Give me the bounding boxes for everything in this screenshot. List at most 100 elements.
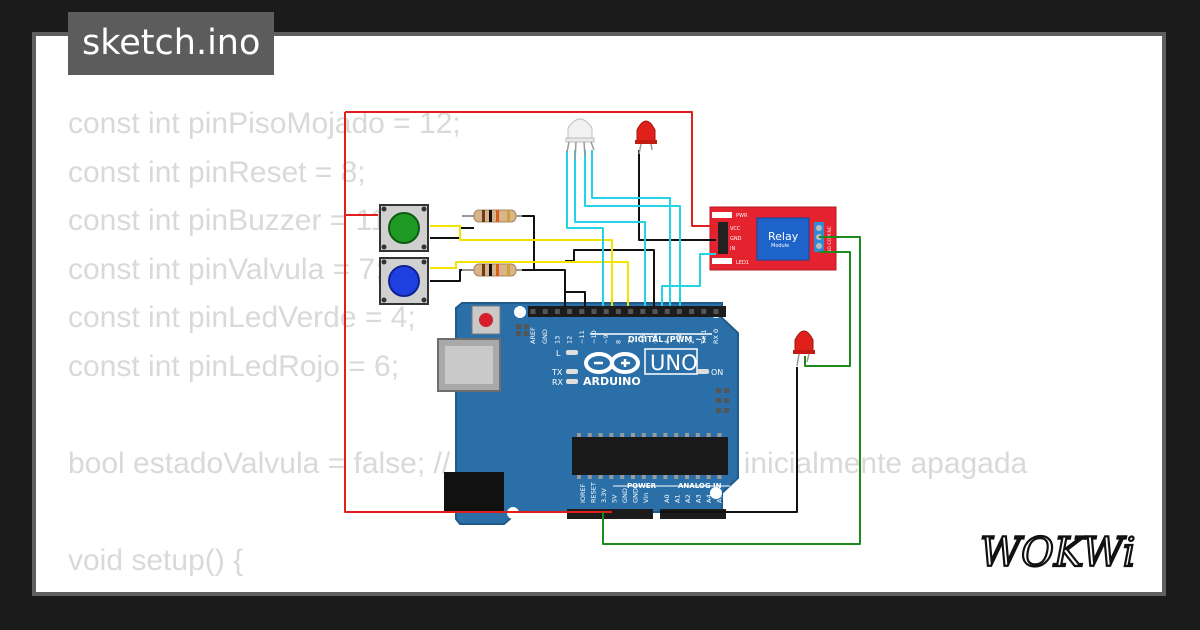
chip-pin xyxy=(685,475,689,479)
red-led-2[interactable] xyxy=(793,330,815,367)
wire-gnd xyxy=(564,291,586,306)
svg-text:ON: ON xyxy=(711,368,723,377)
header-pin[interactable] xyxy=(615,309,621,314)
header-pin[interactable] xyxy=(567,309,573,314)
resistor-2[interactable] xyxy=(462,263,522,277)
pin-label: A5 xyxy=(716,494,724,503)
chip-pin xyxy=(663,475,668,479)
pin-label: A4 xyxy=(705,494,713,503)
chip-pin xyxy=(652,433,657,437)
pin-label: 7 xyxy=(627,340,635,344)
header-pin[interactable] xyxy=(603,309,609,314)
chip-pin xyxy=(631,433,635,437)
code-line: const int pinValvula = 7; xyxy=(68,252,384,286)
svg-text:Relay: Relay xyxy=(768,230,799,243)
header-pin[interactable] xyxy=(713,309,719,314)
pin-label: 12 xyxy=(566,336,574,344)
svg-text:NO COM NC: NO COM NC xyxy=(827,226,833,253)
header-pin[interactable] xyxy=(530,309,536,314)
header-pin[interactable] xyxy=(640,309,646,314)
chip-pin xyxy=(641,475,646,479)
wires xyxy=(344,111,861,545)
chip-pin xyxy=(598,475,603,479)
pin-label: 4 xyxy=(663,340,671,344)
chip-pin xyxy=(587,475,592,479)
pin-label: ~10 xyxy=(590,330,598,344)
arduino-logo xyxy=(584,352,640,374)
pin-label: RX 0 xyxy=(712,329,720,344)
pin-label: GND xyxy=(541,329,549,344)
svg-text:L: L xyxy=(556,349,561,358)
push-button-blue[interactable] xyxy=(379,257,429,305)
chip-pin xyxy=(695,475,700,479)
chip-pin xyxy=(631,475,635,479)
pin-label: 2 xyxy=(688,340,696,344)
header-pin[interactable] xyxy=(664,309,670,314)
chip-pin xyxy=(609,433,614,437)
pin-label: 13 xyxy=(553,336,561,344)
pin-label: ~11 xyxy=(578,330,586,344)
uno-label: UNO xyxy=(650,351,698,375)
pin-label: ~5 xyxy=(651,334,659,344)
wire-5v xyxy=(344,215,612,513)
chip-pin xyxy=(587,433,592,437)
relay-module[interactable]: PWR LED1 VCC GND IN Relay Module NO COM … xyxy=(709,206,837,271)
power-jack xyxy=(444,472,504,512)
header-pin[interactable] xyxy=(579,309,585,314)
chip-pin xyxy=(717,475,722,479)
red-led-1[interactable] xyxy=(635,120,657,155)
push-button-green[interactable] xyxy=(379,204,429,252)
svg-text:RX: RX xyxy=(552,378,564,387)
pin-label: GND xyxy=(621,488,629,503)
chip-pin xyxy=(652,475,657,479)
resistor-1[interactable] xyxy=(462,209,522,223)
chip-pin xyxy=(641,433,646,437)
pin-label: IOREF xyxy=(579,483,587,503)
svg-text:VCC: VCC xyxy=(730,226,741,232)
svg-text:Module: Module xyxy=(771,243,789,249)
code-line: const int pinLedRojo = 6; xyxy=(68,349,400,383)
relay-cube xyxy=(756,217,810,261)
pin-label: ~3 xyxy=(675,334,683,344)
svg-text:PWR: PWR xyxy=(736,213,748,219)
chip-pin xyxy=(706,433,711,437)
file-title: sketch.ino xyxy=(68,12,275,75)
header-pin[interactable] xyxy=(542,309,548,314)
svg-text:TX: TX xyxy=(551,368,563,377)
pin-label: 5V xyxy=(611,494,619,503)
chip-pin xyxy=(609,475,614,479)
wokwi-logo: WOKWi xyxy=(979,529,1137,577)
header-pin[interactable] xyxy=(652,309,658,314)
pin-label: GND xyxy=(632,488,640,503)
pin-label: Vin xyxy=(642,493,650,503)
chip-pin xyxy=(663,433,668,437)
chip-pin xyxy=(695,433,700,437)
chip-pin xyxy=(674,475,679,479)
code-line: void setup() { xyxy=(68,543,244,577)
chip-pin xyxy=(685,433,689,437)
header-pin[interactable] xyxy=(689,309,695,314)
wokwi-logo-text: WOKWi xyxy=(980,530,1136,576)
header-pin[interactable] xyxy=(591,309,597,314)
chip-pin xyxy=(706,475,711,479)
chip-pin xyxy=(620,475,625,479)
chip-pin xyxy=(577,433,581,437)
pin-label: AREF xyxy=(529,327,537,344)
power-header xyxy=(567,509,653,519)
rgb-led[interactable] xyxy=(565,118,595,161)
wire-pin12 xyxy=(430,261,629,306)
digital-label: DIGITAL (PWM ~) xyxy=(628,335,706,344)
arduino-brand: ARDUINO xyxy=(583,375,641,388)
chip-pin xyxy=(717,433,722,437)
pin-label: A2 xyxy=(684,494,692,503)
header-pin[interactable] xyxy=(628,309,634,314)
header-pin[interactable] xyxy=(701,309,707,314)
atmega-chip xyxy=(572,437,728,475)
pin-label: 3.3V xyxy=(600,488,608,503)
wire-relay-in xyxy=(661,253,716,306)
header-pin[interactable] xyxy=(676,309,682,314)
header-pin[interactable] xyxy=(554,309,560,314)
svg-text:IN: IN xyxy=(730,246,735,252)
